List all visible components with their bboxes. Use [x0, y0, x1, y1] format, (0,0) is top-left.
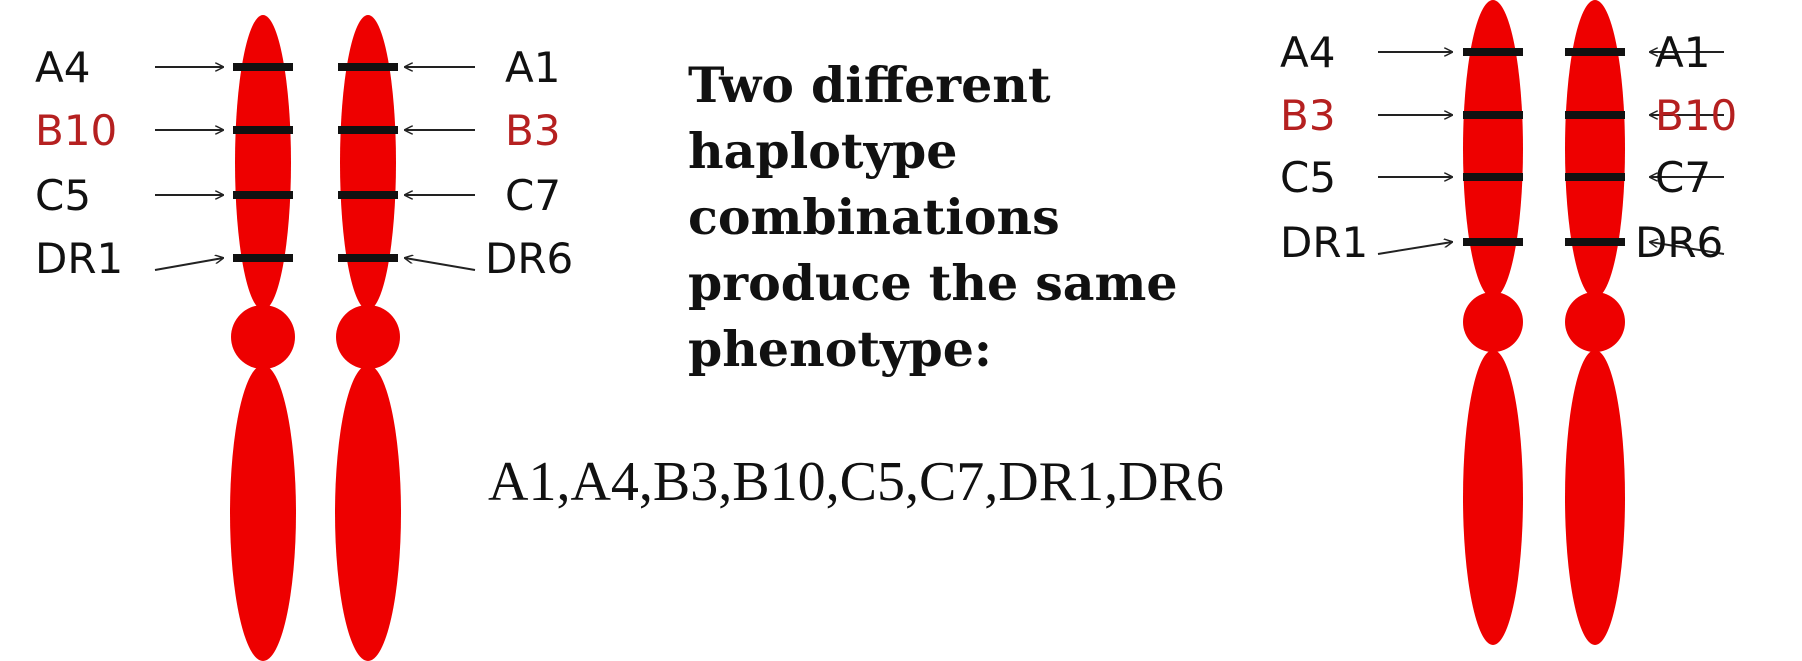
chromosome-2-right-centromere: [1565, 292, 1625, 352]
caption-line-1: Two different: [688, 56, 1051, 114]
allele-label: C5: [1280, 153, 1336, 202]
allele-label: A1: [1655, 28, 1710, 77]
band-1-right-2: [338, 126, 398, 134]
caption: Two different haplotype combinations pro…: [688, 52, 1248, 382]
allele-label: B10: [35, 106, 117, 155]
band-2-left-4: [1463, 238, 1523, 246]
caption-line-2: haplotype: [688, 122, 958, 180]
allele-label: A4: [35, 43, 90, 92]
allele-label: C7: [505, 171, 561, 220]
band-1-left-2: [233, 126, 293, 134]
arrow-icon: [1650, 242, 1725, 255]
allele-label: DR6: [485, 234, 573, 283]
chromosome-2-left-q-arm: [1463, 350, 1523, 645]
arrow-icon: [405, 258, 476, 271]
band-1-left-3: [233, 191, 293, 199]
allele-label: A4: [1280, 28, 1335, 77]
chromosome-2-right-p-arm: [1565, 0, 1625, 298]
band-2-left-2: [1463, 111, 1523, 119]
band-2-left-1: [1463, 48, 1523, 56]
allele-label: DR6: [1635, 218, 1723, 267]
allele-label: B3: [505, 106, 561, 155]
caption-line-4: produce the same: [688, 254, 1178, 312]
allele-label: A1: [505, 43, 560, 92]
band-1-left-4: [233, 254, 293, 262]
band-2-left-3: [1463, 173, 1523, 181]
chromosome-2-left-centromere: [1463, 292, 1523, 352]
chromosome-1-left-centromere: [231, 305, 295, 369]
arrow-icon: [1377, 242, 1452, 255]
band-2-right-1: [1565, 48, 1625, 56]
band-1-right-1: [338, 63, 398, 71]
allele-label: C5: [35, 171, 91, 220]
allele-label: DR1: [35, 234, 123, 283]
caption-line-5: phenotype:: [688, 320, 993, 378]
band-2-right-2: [1565, 111, 1625, 119]
band-1-left-1: [233, 63, 293, 71]
chromosome-2-right-q-arm: [1565, 350, 1625, 645]
allele-label: B10: [1655, 91, 1737, 140]
arrow-icon: [154, 258, 223, 271]
caption-line-3: combinations: [688, 188, 1060, 246]
chromosome-1-right-centromere: [336, 305, 400, 369]
band-1-right-3: [338, 191, 398, 199]
band-1-right-4: [338, 254, 398, 262]
chromosome-1-right-q-arm: [335, 365, 401, 661]
band-2-right-3: [1565, 173, 1625, 181]
chromosome-1-right-p-arm: [340, 15, 396, 310]
chromosome-1-left-q-arm: [230, 365, 296, 661]
allele-label: DR1: [1280, 218, 1368, 267]
phenotype-list: A1,A4,B3,B10,C5,C7,DR1,DR6: [488, 451, 1224, 513]
chromosome-1-left-p-arm: [235, 15, 291, 310]
band-2-right-4: [1565, 238, 1625, 246]
allele-label: B3: [1280, 91, 1336, 140]
allele-label: C7: [1655, 153, 1711, 202]
chromosome-2-left-p-arm: [1463, 0, 1523, 298]
